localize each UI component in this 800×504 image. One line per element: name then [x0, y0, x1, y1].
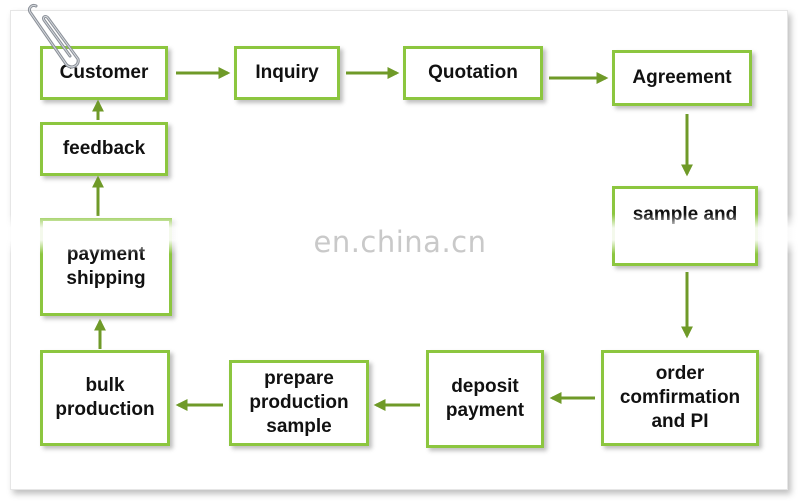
- node-prepare-production-sample: prepare production sample: [229, 360, 369, 446]
- node-feedback-label: feedback: [62, 138, 146, 159]
- node-bulk-line-2: production: [55, 399, 155, 420]
- node-prepare-label: prepare production sample: [249, 367, 348, 439]
- paperclip-icon: [28, 4, 80, 69]
- watermark-text: en.china.cn: [313, 225, 487, 259]
- watermark-band: [0, 214, 800, 254]
- node-feedback: feedback: [40, 122, 168, 176]
- node-inquiry-label: Inquiry: [255, 62, 319, 83]
- node-order-confirmation: order comfirmation and PI: [601, 350, 759, 446]
- node-order-label: order comfirmation and PI: [620, 362, 740, 434]
- node-payment-line-2: shipping: [66, 268, 146, 289]
- node-order-line-1: order: [655, 363, 705, 384]
- node-deposit-line-1: deposit: [451, 376, 519, 397]
- node-inquiry: Inquiry: [234, 46, 340, 100]
- node-prepare-line-3: sample: [266, 416, 332, 437]
- node-bulk-line-1: bulk: [85, 375, 125, 396]
- node-quotation-label: Quotation: [428, 62, 518, 83]
- node-deposit-label: deposit payment: [446, 375, 524, 423]
- node-deposit-payment: deposit payment: [426, 350, 544, 448]
- node-order-line-3: and PI: [651, 411, 709, 432]
- node-payment-shipping: payment shipping: [40, 218, 172, 316]
- node-customer-label: Customer: [59, 62, 149, 83]
- node-agreement-label: Agreement: [632, 67, 732, 88]
- node-deposit-line-2: payment: [445, 400, 525, 421]
- node-prepare-line-1: prepare: [264, 368, 334, 389]
- node-order-line-2: comfirmation: [619, 387, 741, 408]
- node-bulk-production-label: bulk production: [55, 374, 154, 422]
- node-bulk-production: bulk production: [40, 350, 170, 446]
- node-prepare-line-2: production: [249, 392, 349, 413]
- node-quotation: Quotation: [403, 46, 543, 100]
- node-agreement: Agreement: [612, 50, 752, 106]
